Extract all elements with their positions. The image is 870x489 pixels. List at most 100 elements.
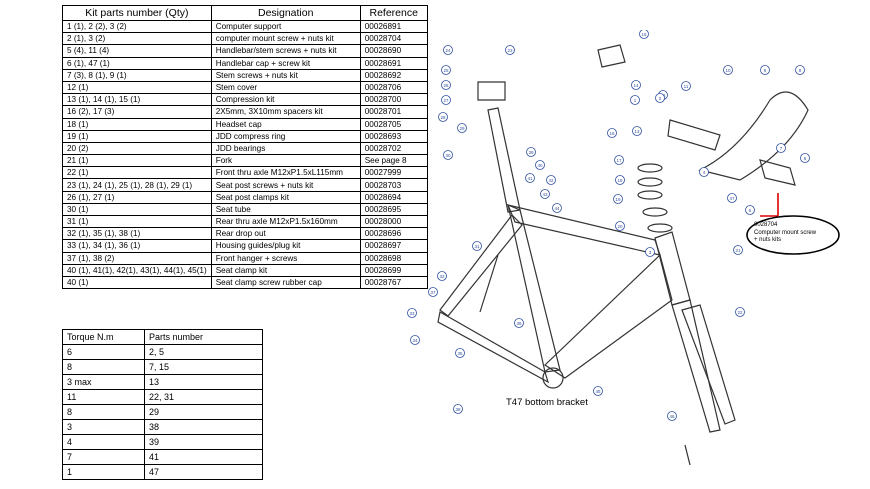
part-balloon (525, 173, 535, 183)
part-balloon-number: 14 (633, 83, 639, 88)
kit-parts-table: Kit parts number (Qty) Designation Refer… (62, 5, 428, 290)
part-balloon (631, 80, 641, 90)
fork-blade-rear (681, 304, 736, 425)
part-balloon-number: 42 (548, 178, 554, 183)
part-balloon (505, 45, 515, 55)
designation-cell: Rear thru axle M12xP1.5x160mm (210, 214, 361, 229)
designation-cell: Seat clamp screw rubber cap (210, 275, 361, 290)
header-designation: Designation (210, 5, 361, 21)
torque-header-row: Torque N.m Parts number (62, 329, 263, 345)
kit-parts-cell: 6 (1), 47 (1) (62, 56, 212, 70)
front-thru-axle (684, 444, 691, 466)
part-balloon (453, 404, 463, 414)
headset-stack (637, 163, 673, 233)
designation-cell: computer mount screw + nuts kit (210, 32, 361, 46)
part-balloon-number: 47 (729, 196, 735, 201)
kit-parts-cell: 33 (1), 34 (1), 36 (1) (62, 239, 212, 253)
part-balloon-number: 27 (443, 98, 449, 103)
part-balloon (613, 194, 623, 204)
designation-cell: 2X5mm, 3X10mm spacers kit (210, 105, 361, 119)
part-balloon (655, 93, 665, 103)
part-balloon-number: 45 (595, 389, 601, 394)
part-balloon-number: 19 (615, 197, 621, 202)
torque-cell: 7 (62, 449, 145, 465)
kit-parts-cell: 30 (1) (62, 202, 212, 217)
part-balloon-number: 20 (617, 224, 623, 229)
part-balloon (443, 45, 453, 55)
kit-parts-cell: 2 (1), 3 (2) (62, 32, 212, 46)
fork-blade (671, 299, 721, 433)
callout-ellipse (746, 215, 840, 255)
part-balloon (795, 65, 805, 75)
part-balloon-number: 39 (528, 150, 534, 155)
parts-number-cell: 39 (144, 434, 263, 450)
designation-cell: Handlebar/stem screws + nuts kit (210, 44, 361, 58)
designation-cell: Seat post screws + nuts kit (210, 178, 361, 192)
part-balloon-number: 9 (764, 68, 767, 73)
designation-cell: Front thru axle M12xP1.5xL115mm (210, 166, 361, 180)
part-balloon (546, 175, 556, 185)
part-balloon (727, 193, 737, 203)
part-balloon-number: 44 (554, 206, 560, 211)
part-balloon (443, 150, 453, 160)
part-balloon (630, 95, 640, 105)
kit-parts-cell: 12 (1) (62, 80, 212, 95)
top-tube (506, 204, 661, 256)
part-balloon-number: 41 (527, 176, 533, 181)
part-balloon (472, 241, 482, 251)
parts-number-cell: 41 (144, 449, 263, 465)
kit-parts-cell: 21 (1) (62, 154, 212, 168)
table-row: 5 (4), 11 (4)Handlebar/stem screws + nut… (62, 44, 428, 58)
part-balloon-number: 21 (735, 248, 741, 253)
designation-cell: Stem screws + nuts kit (210, 68, 361, 82)
part-balloon (514, 318, 524, 328)
header-torque: Torque N.m (62, 329, 145, 345)
part-balloon-number: 2 (659, 96, 662, 101)
part-balloon-number: 32 (439, 274, 445, 279)
designation-cell: Housing guides/plug kit (210, 239, 361, 253)
handlebar (698, 91, 809, 181)
parts-number-cell: 2, 5 (144, 344, 263, 360)
part-balloon (428, 287, 438, 297)
kit-parts-cell: 40 (1) (62, 275, 212, 290)
part-balloon-number: 33 (409, 311, 415, 316)
chain-stay (437, 311, 549, 384)
bottom-bracket-shell (542, 367, 564, 389)
kit-parts-cell: 5 (4), 11 (4) (62, 44, 212, 58)
part-balloon (745, 205, 755, 215)
torque-cell: 3 max (62, 374, 145, 390)
table-row: 40 (1), 41(1), 42(1), 43(1), 44(1), 45(1… (62, 263, 428, 277)
part-balloon-number: 13 (634, 129, 640, 134)
part-balloon (437, 271, 447, 281)
part-balloon-number: 16 (609, 131, 615, 136)
part-balloon-number: 6 (804, 156, 807, 161)
callout-desc-2: + nuts kits (754, 237, 782, 243)
kit-parts-cell: 37 (1), 38 (2) (62, 251, 212, 265)
callout-ref: 0028704 (754, 222, 778, 228)
torque-cell: 8 (62, 359, 145, 375)
callout-leader (760, 193, 779, 217)
kit-parts-cell: 18 (1) (62, 117, 212, 131)
part-balloon (776, 143, 786, 153)
part-balloon (607, 128, 617, 138)
part-balloon-number: 15 (641, 32, 647, 37)
part-balloon (455, 348, 465, 358)
part-balloon-number: 28 (440, 115, 446, 120)
part-balloon-number: 31 (474, 244, 480, 249)
designation-cell: Fork (210, 154, 361, 168)
designation-cell: Headset cap (210, 117, 361, 131)
part-balloon (614, 155, 624, 165)
part-balloon-number: 24 (445, 48, 451, 53)
part-balloon-number: 46 (669, 414, 675, 419)
part-balloon-number: 11 (684, 84, 689, 89)
